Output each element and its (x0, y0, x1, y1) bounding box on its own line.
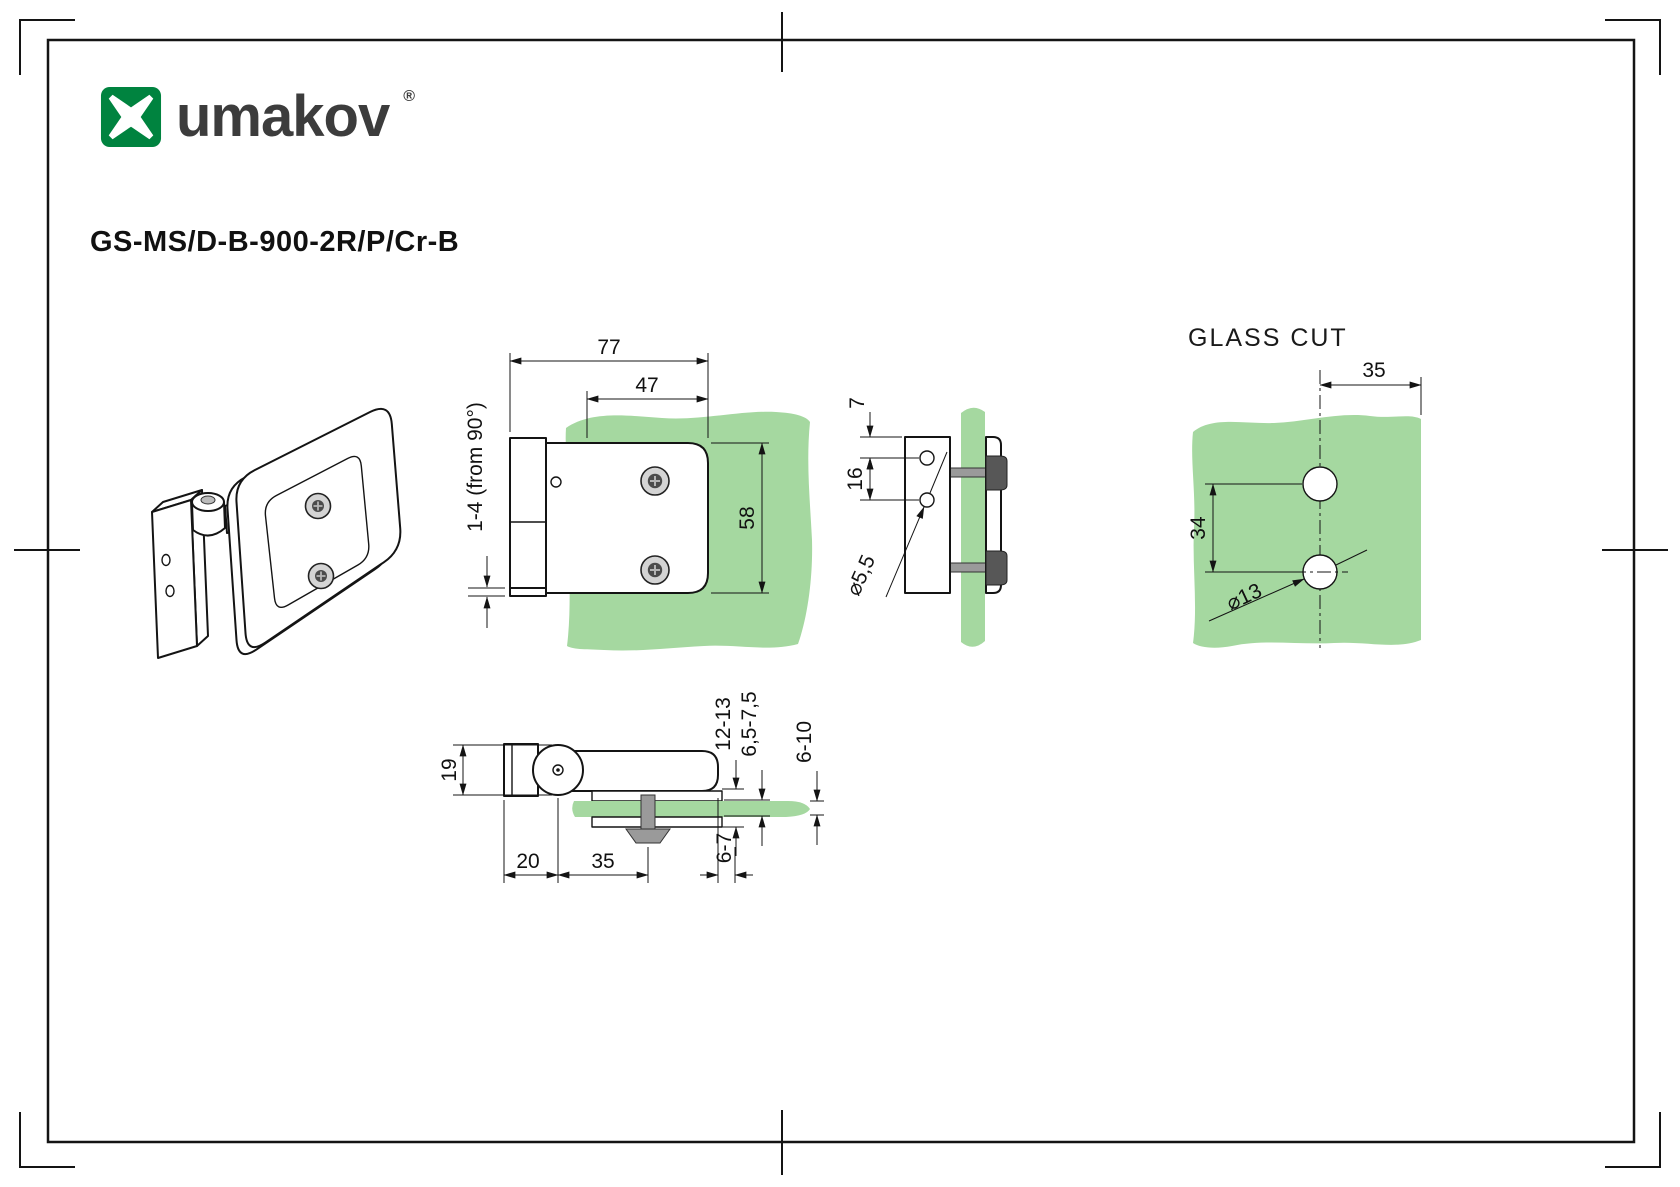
iso-bracket-hole (161, 553, 171, 567)
mount-hole (919, 492, 935, 508)
countersunk-head (625, 828, 671, 844)
view-title: GLASS CUT (1188, 324, 1348, 352)
registered-trademark-icon: ® (403, 88, 415, 105)
side-view: 7 16 ⌀5,5 (842, 397, 1008, 647)
dim-label: 47 (635, 374, 658, 397)
clamp-plate-bottom (591, 816, 723, 828)
frame-trim-marks (14, 12, 1668, 1175)
glass-cut-panel (1192, 415, 1421, 648)
dim-hole-pitch: 34 (1187, 483, 1302, 573)
logo: umakov ® (100, 86, 415, 148)
clamp-bolt (948, 562, 987, 573)
dim-pivot-offset: 20 (503, 798, 559, 883)
product-code: GS-MS/D-B-900-2R/P/Cr-B (90, 226, 460, 258)
dim-adjustment-range: 1-4 (from 90°) (464, 402, 505, 628)
dim-label: 35 (591, 850, 614, 873)
dim-label: ⌀5,5 (842, 552, 880, 600)
dim-glass-thickness: 6-10 (793, 721, 824, 845)
dim-cover-thickness: 6-7 (700, 798, 753, 883)
clamp-plate-top (591, 790, 723, 802)
dim-knuckle-width: 19 (438, 744, 552, 796)
glass-panel-edge (572, 801, 810, 817)
iso-clamp-plate (264, 455, 370, 609)
iso-screw (304, 492, 332, 520)
dim-plate-gap: 6,5-7,5 (724, 691, 770, 846)
front-view: 77 47 58 1-4 (from 90°) (464, 336, 813, 651)
pivot-center (556, 768, 560, 772)
clamp-pad (985, 550, 1008, 586)
dim-label: 58 (736, 506, 759, 529)
dim-edge-distance: 35 (1319, 359, 1422, 415)
wall-profile (509, 437, 547, 589)
dim-screw-distance: 35 (557, 847, 649, 883)
border-rect (46, 38, 1636, 1144)
dim-total-width: 77 (509, 336, 709, 438)
dim-label: 6-10 (793, 721, 816, 763)
isometric-view (151, 407, 402, 659)
dim-label: 77 (597, 336, 620, 359)
iso-bracket-front-face (151, 499, 198, 659)
dim-label: 34 (1187, 516, 1210, 540)
screw-shaft (640, 794, 656, 830)
dim-label: 12-13 (712, 697, 735, 751)
brand-wordmark: umakov (176, 84, 390, 149)
mount-hole (919, 450, 935, 466)
glass-edge (961, 407, 985, 647)
clamp-bolt (948, 467, 987, 478)
iso-screw (307, 562, 335, 590)
dim-label: 7 (846, 397, 869, 409)
clamp-pad (985, 455, 1008, 491)
dim-label: 19 (438, 758, 461, 781)
hinge-plate (545, 442, 709, 594)
dim-label: 6-7 (713, 833, 736, 863)
screw (640, 466, 670, 496)
iso-hinge-pin (200, 495, 216, 505)
screw (640, 555, 670, 585)
dim-label: 16 (844, 467, 867, 490)
dim-label: 35 (1362, 359, 1385, 382)
glass-hole (1302, 466, 1338, 502)
dim-label: 20 (516, 850, 539, 873)
plan-view: 19 20 35 6-7 12-13 6,5-7,5 (438, 691, 824, 883)
dim-label: 1-4 (from 90°) (464, 402, 487, 532)
dim-plate-height: 58 (711, 442, 769, 594)
pivot-hole (550, 476, 562, 488)
wall-profile-lip (509, 587, 547, 597)
drawing-frame (14, 12, 1668, 1175)
dim-inner-width: 47 (586, 374, 709, 438)
dim-label: 6,5-7,5 (738, 691, 761, 756)
iso-bracket-hole (165, 584, 175, 598)
dim-hole-pitch: 16 (844, 457, 919, 501)
dim-clamp-height: 12-13 (712, 697, 744, 856)
umakov-star-icon (100, 86, 162, 148)
glass-cut-view: GLASS CUT 35 34 ⌀13 (1187, 324, 1422, 648)
